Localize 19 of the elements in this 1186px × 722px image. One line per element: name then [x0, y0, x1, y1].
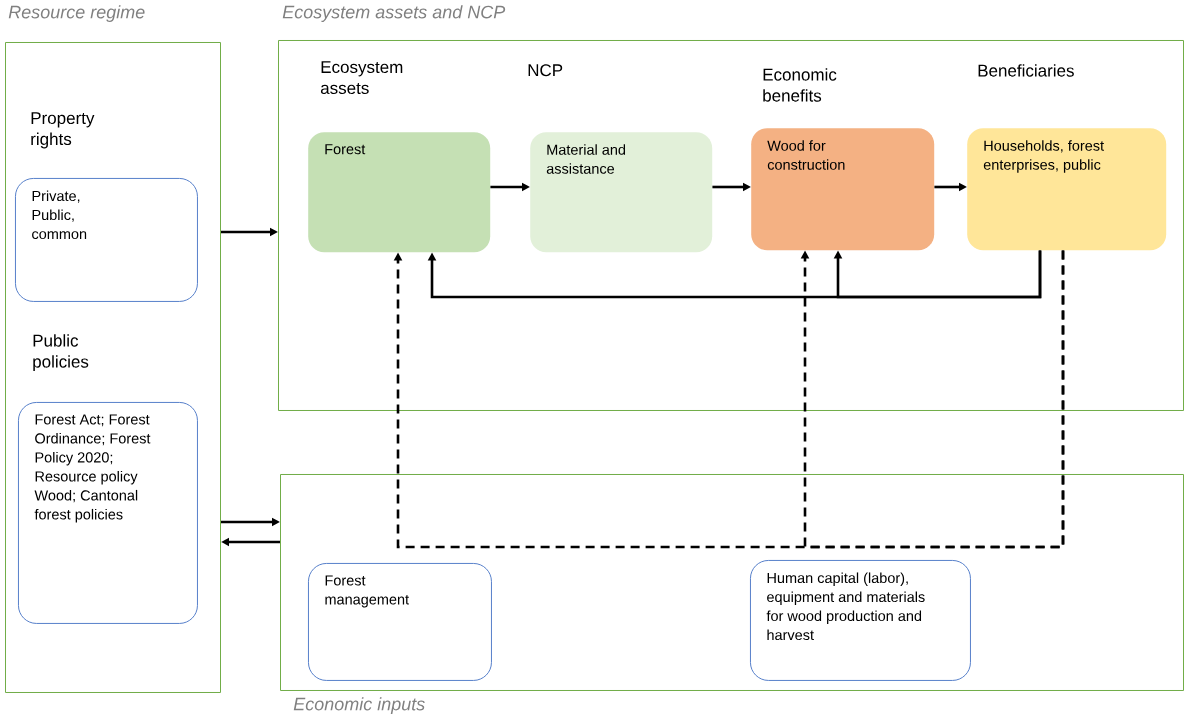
column-heading: NCP: [528, 64, 563, 77]
rounded-box: Human capital (labor), equipment and materials for wood production and harvest: [750, 560, 971, 681]
column-heading: Economic benefits: [763, 68, 837, 102]
process-box: Material and assistance: [530, 132, 713, 253]
dashed-arrow: [800, 250, 1065, 549]
panel-heading: Resource regime: [8, 5, 145, 22]
arrow: [833, 250, 1042, 299]
process-box: Households, forest enterprises, public: [967, 128, 1167, 251]
panel-heading: Economic inputs: [293, 697, 425, 714]
process-box: Forest: [308, 132, 491, 253]
rounded-box: Forest Act; Forest Ordinance; Forest Policy 2020; Resource policy Wood; Cantonal forest policies: [18, 402, 198, 624]
process-box: Wood for construction: [751, 128, 935, 251]
column-heading: Ecosystem assets: [320, 61, 403, 95]
panel-heading: Ecosystem assets and NCP: [282, 5, 506, 22]
column-heading: Public policies: [33, 334, 89, 372]
rounded-box: Private, Public, common: [15, 178, 198, 302]
column-heading: Beneficiaries: [978, 64, 1074, 77]
column-heading: Property rights: [31, 112, 95, 149]
rounded-box: Forest management: [308, 563, 492, 681]
